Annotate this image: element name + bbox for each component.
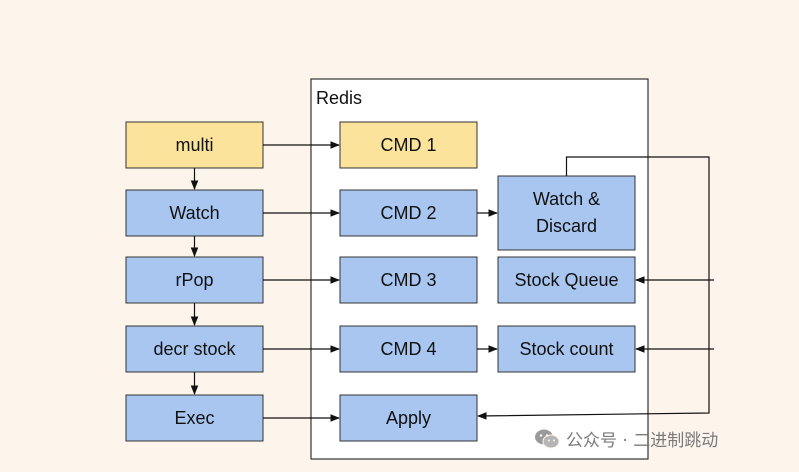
stock-count-box: Stock count: [497, 325, 636, 373]
watch-discard-label-line2: Discard: [536, 216, 597, 236]
watch-discard-box: Watch & Discard: [497, 175, 636, 251]
client-step-rpop-label: rPop: [175, 270, 213, 290]
redis-apply: Apply: [339, 394, 478, 442]
arrow-watch-discard-to-apply: [477, 156, 710, 420]
redis-container-label: Redis: [316, 88, 362, 108]
stock-queue-box: Stock Queue: [497, 256, 636, 304]
stock-queue-label: Stock Queue: [514, 270, 618, 290]
client-step-watch-label: Watch: [169, 203, 219, 223]
watermark-text: 公众号 · 二进制跳动: [566, 431, 719, 451]
client-step-watch: Watch: [125, 189, 264, 237]
stock-count-label: Stock count: [519, 339, 613, 359]
redis-cmd-1-label: CMD 1: [380, 135, 436, 155]
redis-cmd-4-label: CMD 4: [380, 339, 436, 359]
client-step-multi-label: multi: [175, 135, 213, 155]
client-step-exec: Exec: [125, 394, 264, 442]
redis-cmd-2: CMD 2: [339, 189, 478, 237]
client-step-rpop: rPop: [125, 256, 264, 304]
redis-apply-label: Apply: [386, 408, 431, 428]
watermark: 公众号 · 二进制跳动: [534, 426, 718, 451]
watch-discard-label-line1: Watch &: [533, 189, 600, 209]
client-step-decr-stock-label: decr stock: [153, 339, 236, 359]
redis-cmd-4: CMD 4: [339, 325, 478, 373]
client-step-multi: multi: [125, 121, 264, 169]
wechat-icon: [535, 429, 560, 448]
client-step-exec-label: Exec: [174, 408, 214, 428]
client-step-decr-stock: decr stock: [125, 325, 264, 373]
redis-cmd-3: CMD 3: [339, 256, 478, 304]
redis-cmd-2-label: CMD 2: [380, 203, 436, 223]
redis-cmd-3-label: CMD 3: [380, 270, 436, 290]
redis-cmd-1: CMD 1: [339, 121, 478, 169]
